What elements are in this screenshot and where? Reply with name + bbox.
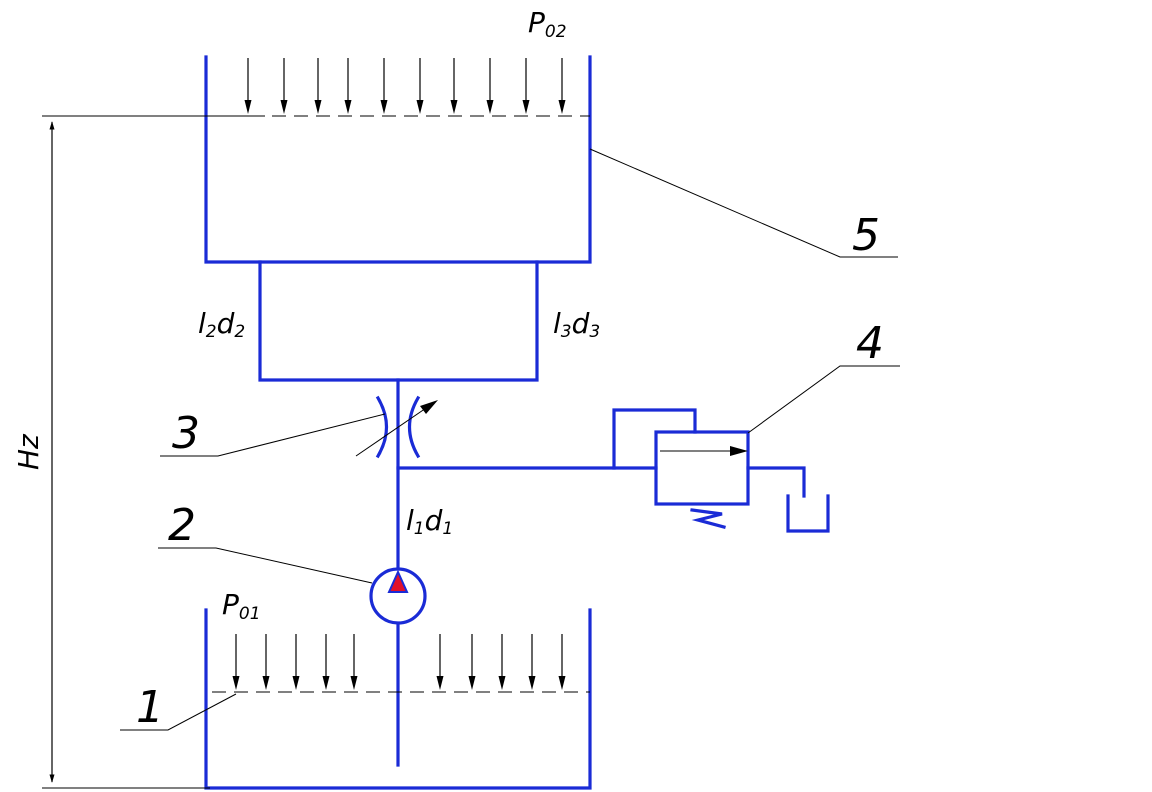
height-dimension (42, 115, 265, 789)
pressure-arrow-head (528, 676, 536, 690)
pressure-arrow-head (344, 100, 352, 114)
pressure-arrow-head (558, 100, 566, 114)
p01-label: P01 (222, 588, 261, 624)
pressure-arrow-head (262, 676, 270, 690)
pump-triangle-icon (387, 569, 409, 593)
pressure-arrow-head (292, 676, 300, 690)
leader-lines (120, 148, 900, 731)
adjustable-throttle (355, 395, 438, 459)
pump (369, 567, 427, 625)
l3d3-label: l3d3 (553, 307, 600, 342)
pressure-arrow-head (322, 676, 330, 690)
pressure-arrow-head (380, 100, 388, 114)
upper-pressure-arrows (244, 58, 566, 114)
pressure-arrow-head (314, 100, 322, 114)
drain-tank-icon (786, 494, 830, 533)
pressure-arrow-head (416, 100, 424, 114)
callout-5: 5 (852, 210, 880, 261)
p02-label: P02 (528, 6, 567, 42)
callout-2: 2 (168, 500, 196, 551)
spring-icon (690, 508, 726, 529)
callout-3: 3 (172, 408, 200, 459)
callout-4: 4 (856, 318, 884, 369)
lower-tank (204, 608, 592, 790)
pressure-arrow-head (450, 100, 458, 114)
pressure-arrow-head (558, 676, 566, 690)
callout-1: 1 (136, 682, 164, 733)
parallel-pipes (258, 260, 539, 382)
pressure-arrow-head (486, 100, 494, 114)
hz-label: Hz (12, 433, 45, 470)
pressure-arrow-head (468, 676, 476, 690)
l2d2-label: l2d2 (198, 307, 245, 342)
pressure-arrow-head (244, 100, 252, 114)
pressure-arrow-head (232, 676, 240, 690)
l1d1-label: l1d1 (406, 504, 453, 539)
pressure-arrow-head (436, 676, 444, 690)
pressure-arrow-head (350, 676, 358, 690)
pressure-arrow-head (498, 676, 506, 690)
relief-valve (612, 408, 830, 533)
pressure-arrow-head (522, 100, 530, 114)
upper-tank (204, 55, 592, 264)
lower-pressure-arrows (232, 634, 566, 690)
pressure-arrow-head (280, 100, 288, 114)
